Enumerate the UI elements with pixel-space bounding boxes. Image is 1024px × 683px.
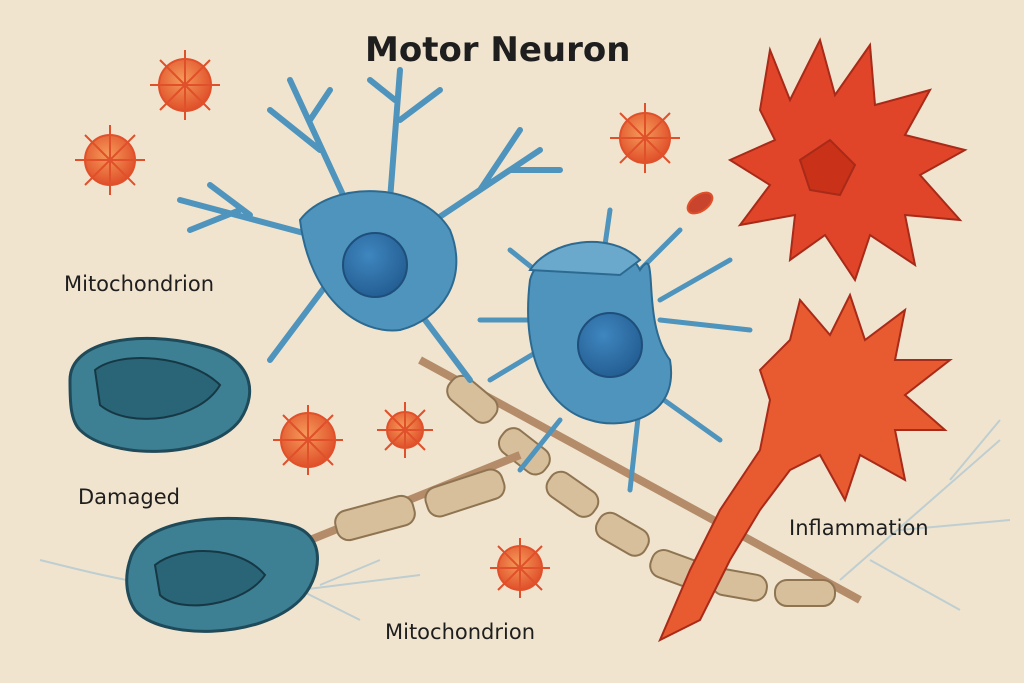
particle (686, 191, 714, 215)
motor-neuron-1 (177, 67, 563, 383)
mitochondrion-damaged-bottom (125, 516, 319, 633)
motor-neuron-2 (477, 207, 753, 493)
label-inflammation: Inflammation (789, 516, 929, 540)
mitochondrion-damaged-top (68, 336, 252, 453)
myelin-axon (308, 356, 862, 607)
label-mitochondrion-top: Mitochondrion (64, 272, 215, 296)
particle-spikes (75, 50, 680, 598)
page-title: Motor Neuron (365, 30, 631, 70)
inflammation-cell-bottom (658, 292, 953, 643)
label-mitochondrion-bottom: Mitochondrion (385, 620, 536, 644)
inflammation-cell-top (727, 37, 968, 283)
label-damaged: Damaged (78, 485, 180, 509)
